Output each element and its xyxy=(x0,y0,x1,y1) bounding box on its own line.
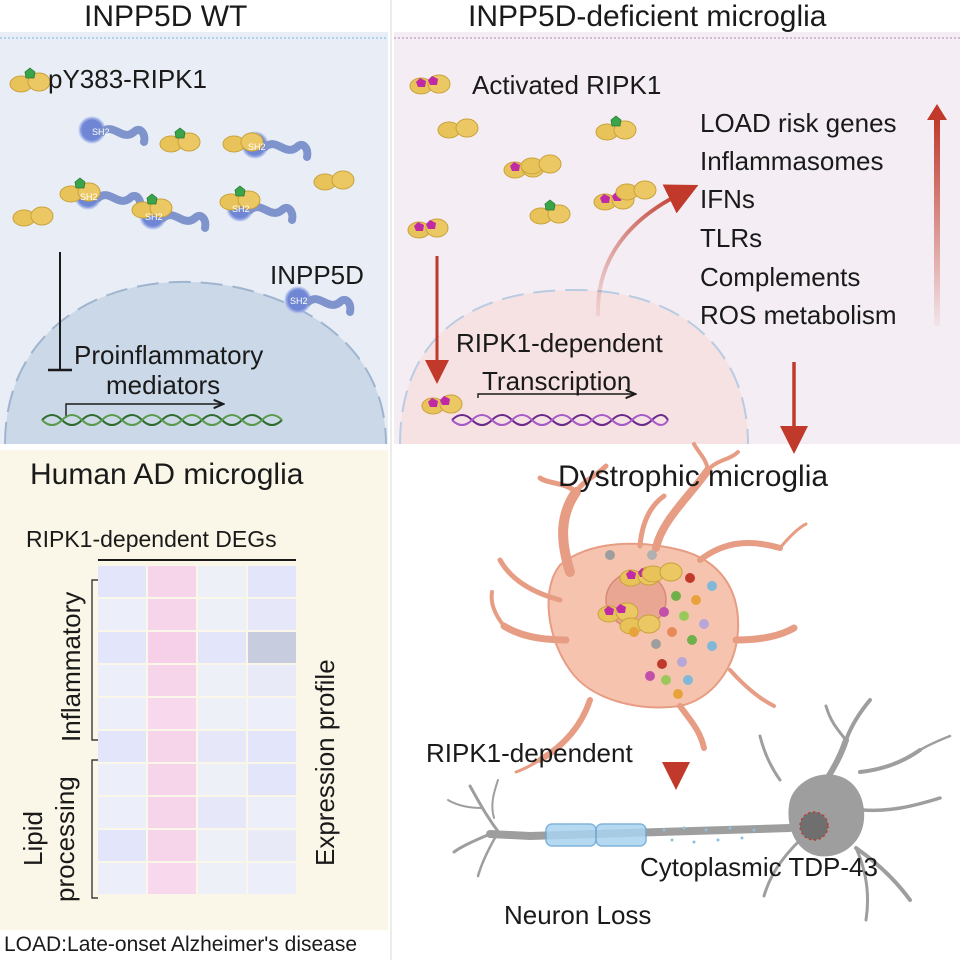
upregulated-item: Inflammasomes xyxy=(700,146,884,176)
heatmap-cell xyxy=(198,665,246,696)
human-ad-panel-title: Human AD microglia xyxy=(30,458,304,491)
heatmap-cell xyxy=(148,863,196,894)
heatmap-cell xyxy=(148,599,196,630)
mediators-label-line2: mediators xyxy=(106,370,221,400)
upregulated-item: Complements xyxy=(700,262,861,292)
deficient-panel-title: INPP5D-deficient microglia xyxy=(468,0,827,33)
ripk1-label: pY383-RIPK1 xyxy=(48,64,207,94)
sh2-tag: SH2 xyxy=(290,296,308,306)
activated-ripk1-label: Activated RIPK1 xyxy=(472,70,662,100)
heatmap-cell xyxy=(98,797,146,828)
sh2-tag: SH2 xyxy=(248,142,266,152)
heatmap-cell xyxy=(248,764,296,795)
neuron-loss-label: Neuron Loss xyxy=(504,900,652,930)
row-group-label: Inflammatory xyxy=(56,591,86,742)
heatmap-cell xyxy=(198,797,246,828)
row-group-bracket xyxy=(91,579,98,741)
tdp43-label: Cytoplasmic TDP-43 xyxy=(640,852,878,882)
heatmap-cell xyxy=(98,665,146,696)
expression-axis-label: Expression profile xyxy=(310,659,340,866)
heatmap-cell xyxy=(148,797,196,828)
footnote: LOAD:Late-onset Alzheimer's disease xyxy=(4,933,358,956)
sh2-tag: SH2 xyxy=(80,192,98,202)
heatmap-cell xyxy=(148,566,196,597)
heatmap-cell xyxy=(248,599,296,630)
heatmap-cell xyxy=(198,632,246,663)
upregulated-item: ROS metabolism xyxy=(700,300,897,330)
heatmap-cell xyxy=(98,566,146,597)
heatmap-cell xyxy=(198,764,246,795)
heatmap-cell xyxy=(98,830,146,861)
heatmap-cell xyxy=(248,632,296,663)
heatmap-cell xyxy=(148,830,196,861)
heatmap-cell xyxy=(148,731,196,762)
heatmap-cell xyxy=(248,830,296,861)
upregulated-item: LOAD risk genes xyxy=(700,108,897,138)
heatmap-cell xyxy=(148,632,196,663)
heatmap-cell xyxy=(248,665,296,696)
wt-panel-title: INPP5D WT xyxy=(84,0,248,33)
heatmap-cell xyxy=(198,566,246,597)
heatmap-cell xyxy=(98,731,146,762)
heatmap-cell xyxy=(198,599,246,630)
heatmap-cell xyxy=(248,797,296,828)
up-arrow-icon xyxy=(595,184,699,317)
transcription-label-line1: RIPK1-dependent xyxy=(456,328,663,358)
heatmap-cell xyxy=(198,830,246,861)
row-group-bracket xyxy=(91,759,98,899)
transcription-arrow xyxy=(65,404,222,418)
dna-helix-icon xyxy=(451,414,669,426)
sh2-tag: SH2 xyxy=(232,204,250,214)
up-arrow-icon xyxy=(934,118,940,326)
transcription-arrow xyxy=(477,394,634,398)
row-group-label: processing xyxy=(50,776,80,902)
heatmap-cell xyxy=(98,863,146,894)
neuron-icon xyxy=(447,698,952,922)
heatmap-cell xyxy=(148,764,196,795)
heatmap-cell xyxy=(248,731,296,762)
heatmap-cell xyxy=(148,665,196,696)
heatmap-cell xyxy=(198,698,246,729)
mediators-label-line1: Proinflammatory xyxy=(74,340,264,370)
vesicles xyxy=(605,550,717,699)
heatmap-cell xyxy=(98,764,146,795)
pathway-label: RIPK1-dependent xyxy=(426,738,633,768)
upregulated-item: IFNs xyxy=(700,184,755,214)
inpp5d-label: INPP5D xyxy=(270,260,364,290)
transcription-label-line2: Transcription xyxy=(482,366,632,396)
heatmap-header: RIPK1-dependent DEGs xyxy=(26,526,277,552)
heatmap xyxy=(98,566,296,894)
heatmap-cell xyxy=(248,566,296,597)
upregulated-item: TLRs xyxy=(700,223,763,253)
heatmap-cell xyxy=(198,863,246,894)
heatmap-cell xyxy=(98,698,146,729)
row-group-label: Lipid xyxy=(18,811,48,866)
heatmap-cell xyxy=(98,599,146,630)
heatmap-cell xyxy=(98,632,146,663)
sh2-tag: SH2 xyxy=(92,127,110,137)
dna-helix-icon xyxy=(41,414,283,426)
deficient-nucleus xyxy=(399,288,749,445)
dystrophic-panel-title: Dystrophic microglia xyxy=(558,460,829,493)
heatmap-cell xyxy=(248,863,296,894)
heatmap-cell xyxy=(198,731,246,762)
heatmap-cell xyxy=(148,698,196,729)
sh2-tag: SH2 xyxy=(145,212,163,222)
heatmap-cell xyxy=(248,698,296,729)
